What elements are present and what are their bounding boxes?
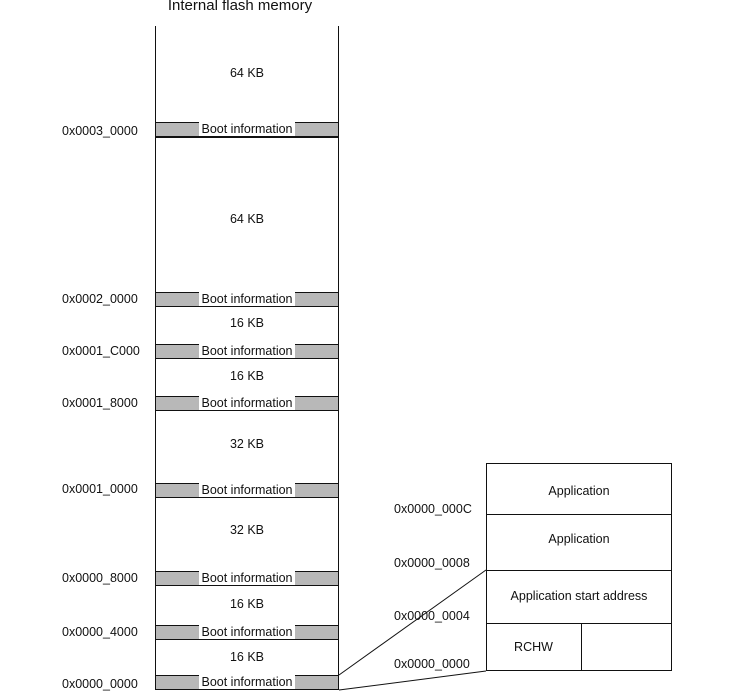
boot-information-bar: Boot information [155, 122, 339, 137]
boot-information-label: Boot information [199, 483, 295, 497]
boot-information-label: Boot information [199, 344, 295, 358]
boot-information-label: Boot information [199, 675, 295, 689]
detail-address-label: 0x0000_0004 [394, 609, 470, 623]
address-label: 0x0001_8000 [62, 396, 138, 410]
boot-information-detail-box [486, 463, 672, 671]
address-label: 0x0000_0000 [62, 677, 138, 691]
detail-row-divider [486, 623, 672, 624]
rchw-cell-divider [581, 623, 582, 671]
block-size-label: 64 KB [229, 212, 265, 226]
address-label: 0x0001_C000 [62, 344, 140, 358]
boot-information-bar: Boot information [155, 483, 339, 498]
block-size-label: 32 KB [229, 437, 265, 451]
zoom-connector-top [338, 569, 487, 676]
boot-information-label: Boot information [199, 122, 295, 136]
detail-address-label: 0x0000_000C [394, 502, 472, 516]
boot-information-bar: Boot information [155, 625, 339, 640]
detail-row-label: Application start address [510, 589, 648, 603]
boot-information-label: Boot information [199, 571, 295, 585]
address-label: 0x0003_0000 [62, 124, 138, 138]
block-size-label: 64 KB [229, 66, 265, 80]
block-size-label: 16 KB [229, 597, 265, 611]
rchw-label: RCHW [514, 640, 553, 654]
boot-information-bar: Boot information [155, 396, 339, 411]
diagram-title: Internal flash memory [167, 0, 313, 14]
boot-information-label: Boot information [199, 396, 295, 410]
block-size-label: 16 KB [229, 650, 265, 664]
detail-address-label: 0x0000_0000 [394, 657, 470, 671]
detail-address-label: 0x0000_0008 [394, 556, 470, 570]
address-label: 0x0000_4000 [62, 625, 138, 639]
zoom-connector-bottom [338, 670, 487, 691]
detail-row-label: Application [548, 532, 610, 546]
boot-information-label: Boot information [199, 625, 295, 639]
boot-information-bar: Boot information [155, 571, 339, 586]
address-label: 0x0000_8000 [62, 571, 138, 585]
detail-row-label: Application [548, 484, 610, 498]
detail-row-divider [486, 570, 672, 571]
address-label: 0x0001_0000 [62, 482, 138, 496]
block-size-label: 32 KB [229, 523, 265, 537]
detail-row-divider [486, 514, 672, 515]
block-size-label: 16 KB [229, 316, 265, 330]
boot-information-bar: Boot information [155, 344, 339, 359]
boot-information-bar: Boot information [155, 292, 339, 307]
address-label: 0x0002_0000 [62, 292, 138, 306]
block-size-label: 16 KB [229, 369, 265, 383]
boot-information-label: Boot information [199, 292, 295, 306]
boot-information-bar: Boot information [155, 675, 339, 690]
block-boundary-line [155, 137, 339, 138]
